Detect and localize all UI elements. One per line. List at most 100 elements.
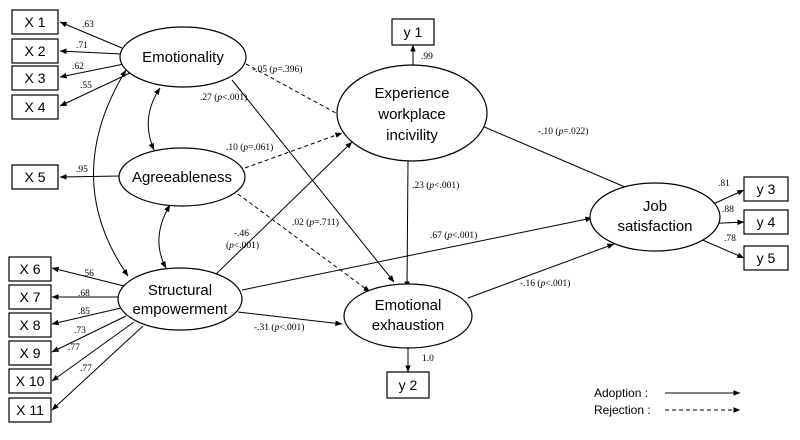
node-agreeableness-label: Agreeableness <box>132 169 232 186</box>
indicator-x8-label: X 8 <box>19 317 40 333</box>
edge-structural-x6 <box>51 266 125 287</box>
indicator-x6-label: X 6 <box>19 261 40 277</box>
node-incivility-label-line1: Experience <box>374 85 449 102</box>
node-structural-empowerment: Structural empowerment <box>117 267 243 331</box>
indicator-y3: y 3 <box>743 176 789 202</box>
node-emotionality-label: Emotionality <box>142 49 224 66</box>
indicator-y5: y 5 <box>743 245 789 271</box>
path-labels: -.05 (p=.396) .27 (p<.001) .10 (p=.061) … <box>200 64 588 333</box>
path-exhaustion-satisfaction <box>467 243 615 299</box>
indicator-x4: X 4 <box>11 94 59 120</box>
loading-x9: .73 <box>74 326 86 336</box>
path-label-incivility-satisfaction: -.10 (p=.022) <box>538 126 588 137</box>
edge-agreeableness-x5 <box>59 174 121 180</box>
path-agreeableness-incivility <box>244 132 343 169</box>
indicator-y4-label: y 4 <box>757 214 776 230</box>
loading-y5: .78 <box>724 234 736 244</box>
path-label-agr-incivility: .10 (p=.061) <box>226 142 273 153</box>
indicator-x8: X 8 <box>8 312 52 338</box>
path-label-incivility-exhaustion: .23 (p<.001) <box>412 180 459 191</box>
loading-x5: .95 <box>76 165 88 175</box>
path-emotionality-exhaustion <box>231 79 395 283</box>
indicator-x7: X 7 <box>8 284 52 310</box>
node-satisfaction-label-line1: Job <box>643 198 667 215</box>
path-incivility-exhaustion <box>404 159 410 289</box>
loading-y3: .81 <box>718 179 730 189</box>
indicator-y5-label: y 5 <box>757 250 776 266</box>
node-structural-label-line1: Structural <box>148 282 212 299</box>
path-label-emo-incivility: -.05 (p=.396) <box>252 64 302 75</box>
correlation-edges <box>93 69 171 277</box>
edge-emotionality-x2 <box>59 48 122 55</box>
indicator-x4-label: X 4 <box>24 99 45 115</box>
path-label-str-incivility-coef: -.46 <box>234 229 249 239</box>
corr-emotionality-agreeableness <box>147 87 161 151</box>
indicator-x5: X 5 <box>11 164 59 190</box>
indicator-x1: X 1 <box>11 9 59 35</box>
indicator-x9: X 9 <box>8 340 52 366</box>
indicator-x3-label: X 3 <box>24 70 45 86</box>
loading-x11: .77 <box>80 364 92 374</box>
node-incivility-label-line3: incivility <box>386 127 438 144</box>
loading-y1: .99 <box>421 52 433 62</box>
edge-structural-x8 <box>51 307 122 326</box>
indicator-x9-label: X 9 <box>19 345 40 361</box>
loading-y2: 1.0 <box>422 354 434 364</box>
path-incivility-satisfaction <box>481 125 633 191</box>
node-emotionality: Emotionality <box>119 26 247 88</box>
legend-adoption-label: Adoption : <box>594 386 648 400</box>
corr-agreeableness-structural <box>158 204 171 269</box>
legend: Adoption : Rejection : <box>594 386 741 417</box>
indicator-x2-label: X 2 <box>24 43 45 59</box>
legend-rejection-label: Rejection : <box>594 403 651 417</box>
loading-y4: .88 <box>722 205 734 215</box>
indicator-x7-label: X 7 <box>19 289 40 305</box>
indicator-x3: X 3 <box>11 65 59 91</box>
loading-x7: .68 <box>78 289 90 299</box>
path-label-str-satisfaction: .67 (p<.001) <box>430 230 477 241</box>
indicator-x5-label: X 5 <box>24 169 45 185</box>
node-agreeableness: Agreeableness <box>118 147 246 207</box>
indicator-y1: y 1 <box>391 18 435 46</box>
path-label-str-exhaustion: -.31 (p<.001) <box>254 322 304 333</box>
indicator-boxes: X 1 X 2 X 3 X 4 X 5 X 6 X 7 X 8 X 9 X 10… <box>8 9 789 423</box>
path-emotionality-incivility <box>245 63 346 119</box>
node-satisfaction-label-line2: satisfaction <box>617 218 692 235</box>
node-emotional-exhaustion: Emotional exhaustion <box>343 283 473 349</box>
path-structural-incivility <box>213 141 353 277</box>
indicator-y2: y 2 <box>386 371 430 399</box>
node-exhaustion-label-line1: Emotional <box>375 297 442 314</box>
path-label-str-incivility-p: (p<.001) <box>226 240 259 251</box>
indicator-y2-label: y 2 <box>399 377 418 393</box>
edge-emotionality-x1 <box>59 21 123 49</box>
loading-x2: .71 <box>76 41 88 51</box>
indicator-x10: X 10 <box>8 368 52 394</box>
edge-structural-x9 <box>51 315 127 353</box>
node-structural-label-line2: empowerment <box>132 301 228 318</box>
path-structural-exhaustion <box>237 311 343 327</box>
loading-labels: .63 .71 .62 .55 .95 .56 .68 .85 .73 .77 … <box>68 20 736 374</box>
path-label-exhaustion-satisfaction: -.16 (p<.001) <box>520 278 570 289</box>
edge-satisfaction-y5 <box>697 237 745 259</box>
indicator-y3-label: y 3 <box>757 181 776 197</box>
structural-edges <box>213 63 633 327</box>
indicator-x2: X 2 <box>11 38 59 64</box>
loading-x3: .62 <box>72 62 84 72</box>
path-label-agr-exhaustion: .02 (p=.711) <box>292 217 339 228</box>
edge-emotionality-x3 <box>59 63 125 79</box>
loading-x4: .55 <box>80 81 92 91</box>
node-workplace-incivility: Experience workplace incivility <box>336 64 488 162</box>
indicator-x1-label: X 1 <box>24 14 45 30</box>
node-job-satisfaction: Job satisfaction <box>589 182 721 252</box>
loading-x6: .56 <box>82 269 94 279</box>
indicator-x11: X 11 <box>8 397 52 423</box>
node-exhaustion-label-line2: exhaustion <box>372 317 445 334</box>
loading-x1: .63 <box>82 20 94 30</box>
indicator-y4: y 4 <box>743 209 789 235</box>
edge-structural-x10 <box>51 321 135 382</box>
path-structural-satisfaction <box>241 216 593 291</box>
loading-edges <box>51 21 745 411</box>
loading-x10: .77 <box>68 343 80 353</box>
indicator-y1-label: y 1 <box>404 24 423 40</box>
indicator-x6: X 6 <box>8 256 52 282</box>
